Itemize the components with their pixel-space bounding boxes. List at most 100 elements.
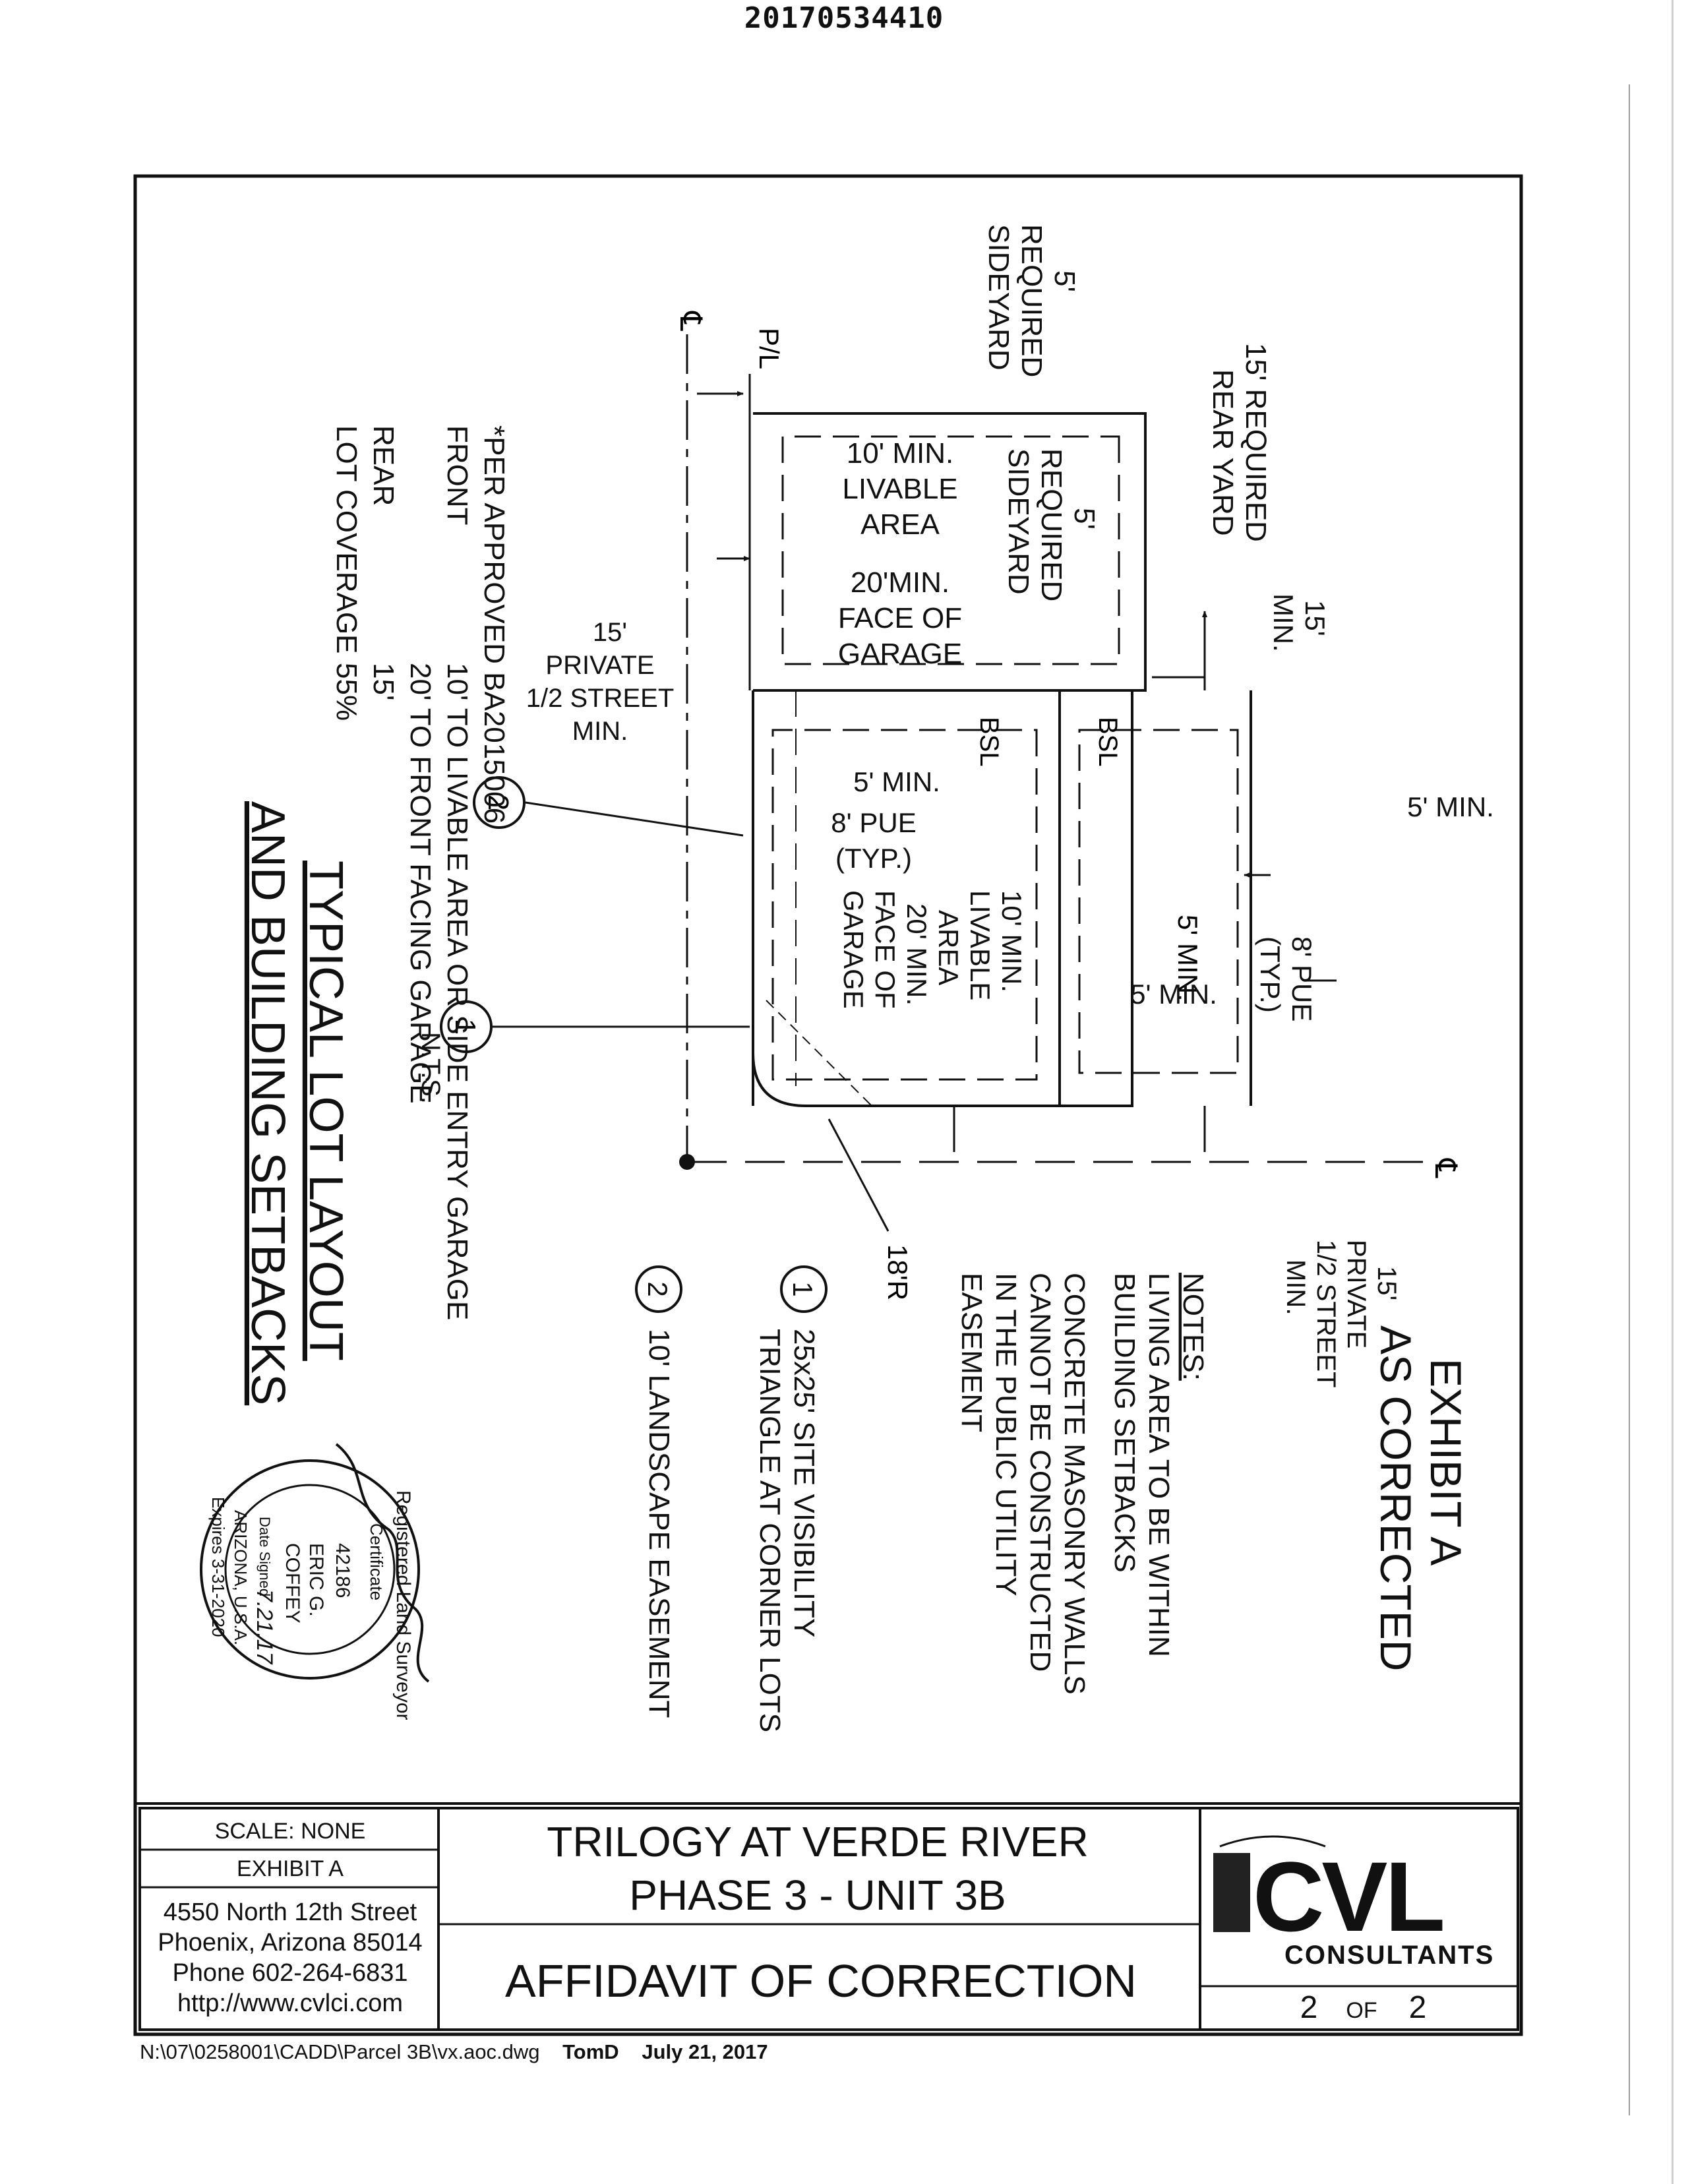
notes-heading: NOTES: [1177, 1273, 1209, 1381]
garage-face-top-1: 20'MIN. [851, 566, 950, 599]
address-line-4: http://www.cvlci.com [177, 1989, 403, 2017]
per-approved-front2-value: 20' TO FRONT FACING GARAGE [404, 663, 437, 1104]
livable-lower-4: 20' MIN. [901, 903, 932, 1006]
sheet-number: 2 [1300, 1990, 1318, 2025]
callout-1-circle [440, 1000, 493, 1053]
livable-lower-2: LIVABLE [965, 890, 996, 1000]
callout-2-leader [525, 801, 744, 837]
seal-signature [335, 1443, 430, 1683]
document-number: 20170534410 [744, 1, 944, 35]
centerline-symbol-top: ℄ [673, 311, 709, 331]
affidavit-title: AFFIDAVIT OF CORRECTION [505, 1955, 1137, 2007]
property-line-label: P/L [754, 328, 785, 369]
logo-text: CVL [1253, 1841, 1443, 1952]
centerline-symbol-bottom: ℄ [1428, 1158, 1464, 1178]
per-approved-rear-label: REAR [367, 425, 400, 506]
title-block: SCALE: NONE EXHIBIT A 4550 North 12th St… [138, 1807, 1519, 2031]
surveyor-seal: Registered Land Surveyor Certificate 421… [200, 1443, 430, 1720]
legend-2-num: 2 [642, 1281, 673, 1296]
address-line-3: Phone 602-264-6831 [172, 1959, 407, 1987]
footer-date: July 21, 2017 [642, 2040, 768, 2063]
private-street-left-2: PRIVATE [545, 651, 654, 680]
pue-8-b: (TYP.) [835, 843, 912, 874]
private-street-bottom-2: PRIVATE [1342, 1240, 1371, 1349]
legend-1-line2: TRIANGLE AT CORNER LOTS [754, 1329, 786, 1732]
per-approved-rear-value: 15' [367, 663, 400, 700]
notes-item1-line1: LIVING AREA TO BE WITHIN [1143, 1273, 1175, 1657]
sheet-border [133, 174, 1523, 2036]
seal-number: 42186 [332, 1543, 353, 1598]
page-margin-line [1629, 84, 1630, 2115]
project-line-1: TRILOGY AT VERDE RIVER [547, 1818, 1089, 1866]
sheet-of: OF [1346, 1998, 1377, 2023]
callout-2-circle [473, 776, 526, 829]
radius-label: 18'R [882, 1244, 913, 1300]
per-approved-front-value: 10' TO LIVABLE AREA OR SIDE ENTRY GARAGE [441, 663, 473, 1320]
private-street-left-4: MIN. [572, 717, 628, 746]
rotated-drawing-area: 1 2 ℄ ℄ P/L BSL BSL 18'R 5' MIN. [440, 311, 1464, 1300]
sideyard-top-3: SIDEYARD [982, 224, 1015, 371]
private-street-left-1: 15' [593, 618, 627, 647]
logo-subtext: CONSULTANTS [1284, 1941, 1494, 1970]
exhibit-stamp-line2: AS CORRECTED [1372, 1325, 1420, 1671]
seal-certificate: Certificate [367, 1523, 386, 1600]
exhibit-stamp-line1: EXHIBIT A [1422, 1358, 1470, 1565]
min-15-right-2: MIN. [1268, 593, 1299, 652]
sideyard-inner-3: SIDEYARD [1002, 448, 1035, 595]
seal-date-label: Date Signed [256, 1517, 273, 1596]
sideyard-top-2: REQUIRED [1015, 224, 1048, 377]
logo-swoosh [1219, 1835, 1326, 1848]
notes-item2-line4: EASEMENT [955, 1273, 988, 1432]
exhibit-label: EXHIBIT A [237, 1856, 344, 1881]
bsl-lower-right [1078, 729, 1239, 1074]
bsl-label-right: BSL [1093, 717, 1122, 767]
per-approved-heading: *PER APPROVED BA2015006 [478, 425, 510, 824]
sideyard-top-1: 5' [1048, 270, 1081, 292]
seal-inner-ring [224, 1484, 396, 1655]
address-line-2: Phoenix, Arizona 85014 [158, 1929, 422, 1957]
min-5-right: 5' MIN. [1407, 791, 1494, 822]
bsl-lower-left [771, 729, 1038, 1081]
callout-2-number: 2 [482, 795, 514, 810]
livable-lower-5: FACE OF [870, 890, 901, 1009]
footer-author: TomD [562, 2040, 619, 2063]
garage-face-top-3: GARAGE [838, 638, 962, 670]
legend-1-line1: 25x25' SITE VISIBILITY [788, 1329, 820, 1637]
seal-state: ARIZONA, U.S.A. [231, 1510, 251, 1645]
private-street-bottom-4: MIN. [1281, 1259, 1310, 1315]
nts-label: N.T.S. [416, 1032, 445, 1104]
file-path-footer: N:\07\0258001\CADD\Parcel 3B\vx.aoc.dwg … [140, 2040, 785, 2064]
notes-item1-line2: BUILDING SETBACKS [1108, 1273, 1141, 1573]
livable-area-top-3: AREA [860, 508, 940, 541]
project-line-2: PHASE 3 - UNIT 3B [629, 1871, 1006, 1919]
legend-1-circle [780, 1265, 828, 1313]
page-edge-mark [1672, 0, 1673, 2184]
centerline-intersection-dot [679, 1154, 695, 1170]
livable-lower-6: GARAGE [838, 890, 869, 1009]
legend-2-circle [635, 1265, 682, 1313]
min-5-lower: 5' MIN. [1172, 915, 1203, 1002]
callout-1-number: 1 [449, 1019, 481, 1035]
livable-area-top-1: 10' MIN. [847, 437, 953, 470]
scale-label: SCALE: NONE [215, 1819, 366, 1844]
per-approved-coverage-label: LOT COVERAGE [330, 425, 363, 653]
pue-right-2: (TYP.) [1255, 936, 1286, 1013]
drawing-title-line2: AND BUILDING SETBACKS [241, 801, 294, 1405]
radius-leader [828, 1118, 889, 1232]
bsl-label-left: BSL [975, 717, 1004, 767]
private-street-bottom-3: 1/2 STREET [1311, 1240, 1341, 1388]
drawing-title-line1: TYPICAL LOT LAYOUT [299, 861, 352, 1361]
pue-8-a: 8' PUE [831, 807, 916, 838]
seal-name-1: ERIC G. [305, 1543, 327, 1617]
livable-lower-1: 10' MIN. [996, 890, 1027, 992]
lot-lower [752, 690, 1133, 1107]
sideyard-inner-2: REQUIRED [1035, 448, 1068, 601]
visibility-triangle [766, 1000, 872, 1107]
private-street-bottom-1: 15' [1372, 1266, 1401, 1300]
livable-lower-3: AREA [933, 910, 964, 985]
address-line-1: 4550 North 12th Street [164, 1898, 417, 1926]
seal-name-2: COFFEY [282, 1543, 303, 1623]
garage-face-top-2: FACE OF [838, 602, 962, 634]
footer-path: N:\07\0258001\CADD\Parcel 3B\vx.aoc.dwg [140, 2040, 540, 2063]
